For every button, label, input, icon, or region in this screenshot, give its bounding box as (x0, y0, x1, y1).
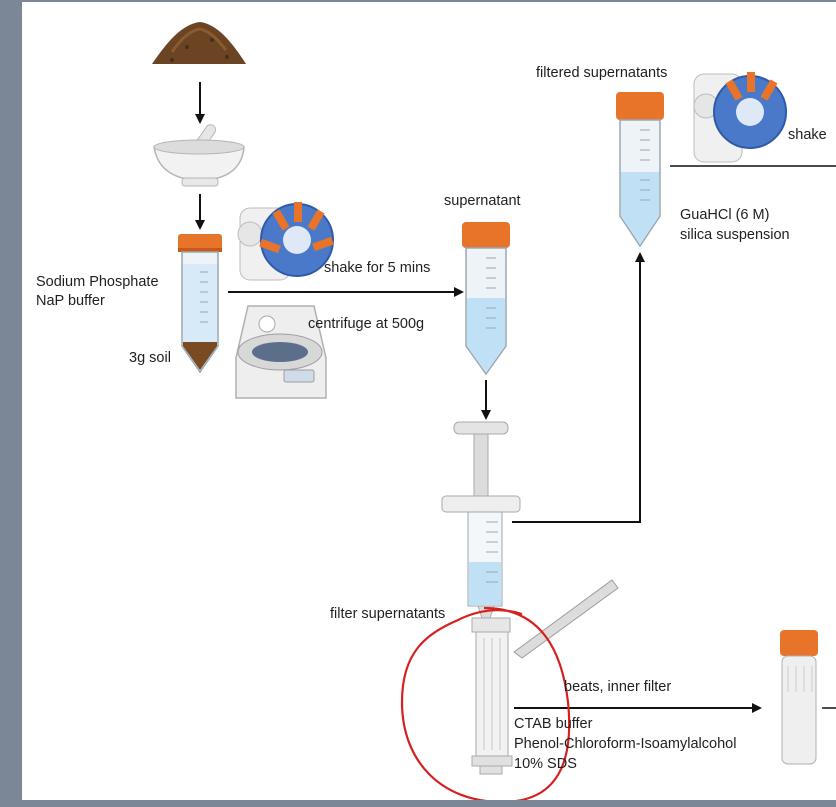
label-ctab: CTAB buffer (514, 716, 593, 732)
bead-tube-icon (780, 630, 818, 765)
filtered-tube-icon (616, 92, 664, 248)
label-shake: shake (788, 127, 827, 143)
label-beats-inner-filter: beats, inner filter (564, 679, 672, 695)
label-centrifuge: centrifuge at 500g (308, 316, 425, 332)
mortar-pestle-icon (153, 124, 245, 187)
centrifuge-icon (235, 305, 327, 399)
arrow-to-filtered-tube (512, 252, 645, 523)
label-phenol: Phenol-Chloroform-Isoamylalcohol (514, 736, 737, 752)
label-shake-5-mins: shake for 5 mins (324, 260, 431, 276)
filter-cartridge-icon (471, 617, 513, 775)
rotator-shaker-2-icon (693, 72, 787, 163)
label-guahcl: GuaHCl (6 M) (680, 207, 770, 223)
rotator-shaker-icon (237, 202, 334, 281)
diagram-graphics (152, 22, 836, 800)
soil-tube-icon (178, 234, 222, 374)
syringe-icon (441, 421, 521, 619)
label-filtered-supernatants: filtered supernatants (536, 65, 668, 81)
label-silica: silica suspension (680, 227, 790, 243)
label-nap-buffer: NaP buffer (36, 293, 105, 309)
annotation-circle (400, 606, 571, 800)
label-soil-amount: 3g soil (129, 350, 171, 366)
diagram-canvas: Sodium Phosphate NaP buffer 3g soil shak… (22, 2, 836, 800)
spatula-icon (513, 579, 619, 659)
label-sds: 10% SDS (514, 756, 577, 772)
label-supernatant: supernatant (444, 193, 521, 209)
soil-pile-icon (152, 22, 246, 64)
supernatant-tube-icon (462, 222, 510, 376)
label-sodium-phosphate: Sodium Phosphate (36, 274, 159, 290)
label-filter-supernatants: filter supernatants (330, 606, 446, 622)
